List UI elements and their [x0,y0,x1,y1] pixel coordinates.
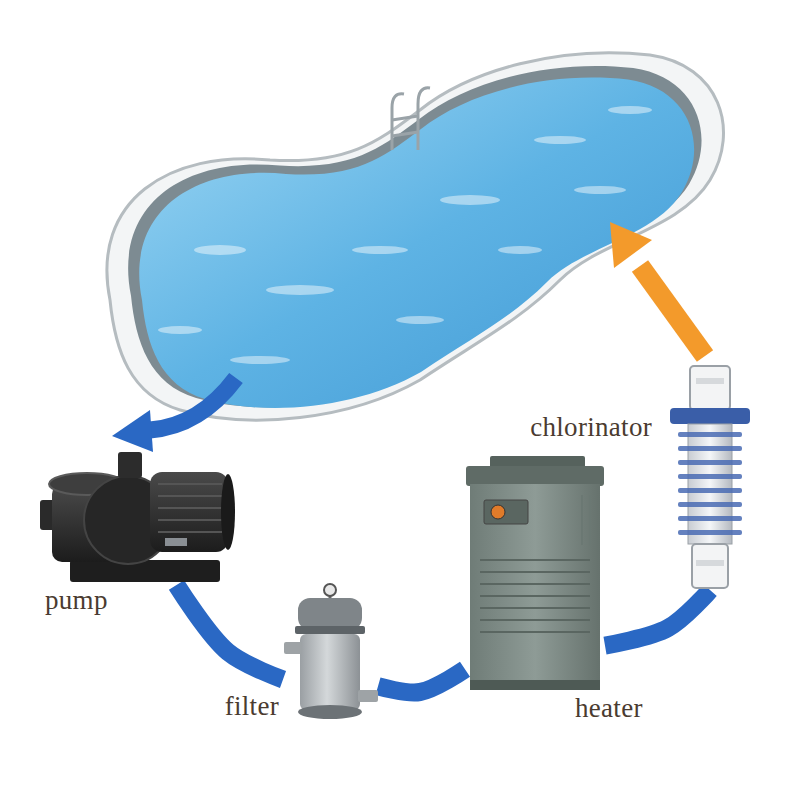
suction-arrow [112,378,236,452]
pool-coping [107,53,724,420]
component-label-holder: chlorinator [530,413,652,443]
filter-illustration [284,584,378,719]
component-node: filter [283,585,378,720]
pool-water [139,78,694,408]
heater-illustration [466,456,604,690]
pool-wall [128,66,701,408]
return-arrow [610,222,705,356]
pump-illustration [40,452,235,582]
component-node: chlorinator [660,365,760,590]
component-label-holder: filter [225,692,279,722]
component-label: heater [575,694,643,724]
component-label: filter [225,692,279,722]
pipe-connector [605,590,710,646]
pipe-connector [177,585,284,680]
component-label: chlorinator [530,413,652,443]
water-ripples [158,106,652,364]
component-label: pump [45,586,108,616]
pipe-connector [378,669,465,692]
chlorinator-illustration [670,366,750,588]
component-label-holder: heater [575,694,643,724]
pool [107,53,724,420]
component-label-holder: pump [45,586,108,616]
component-node: pump [40,450,235,585]
pool-ladder [392,88,430,150]
component-node: heater [465,456,605,693]
